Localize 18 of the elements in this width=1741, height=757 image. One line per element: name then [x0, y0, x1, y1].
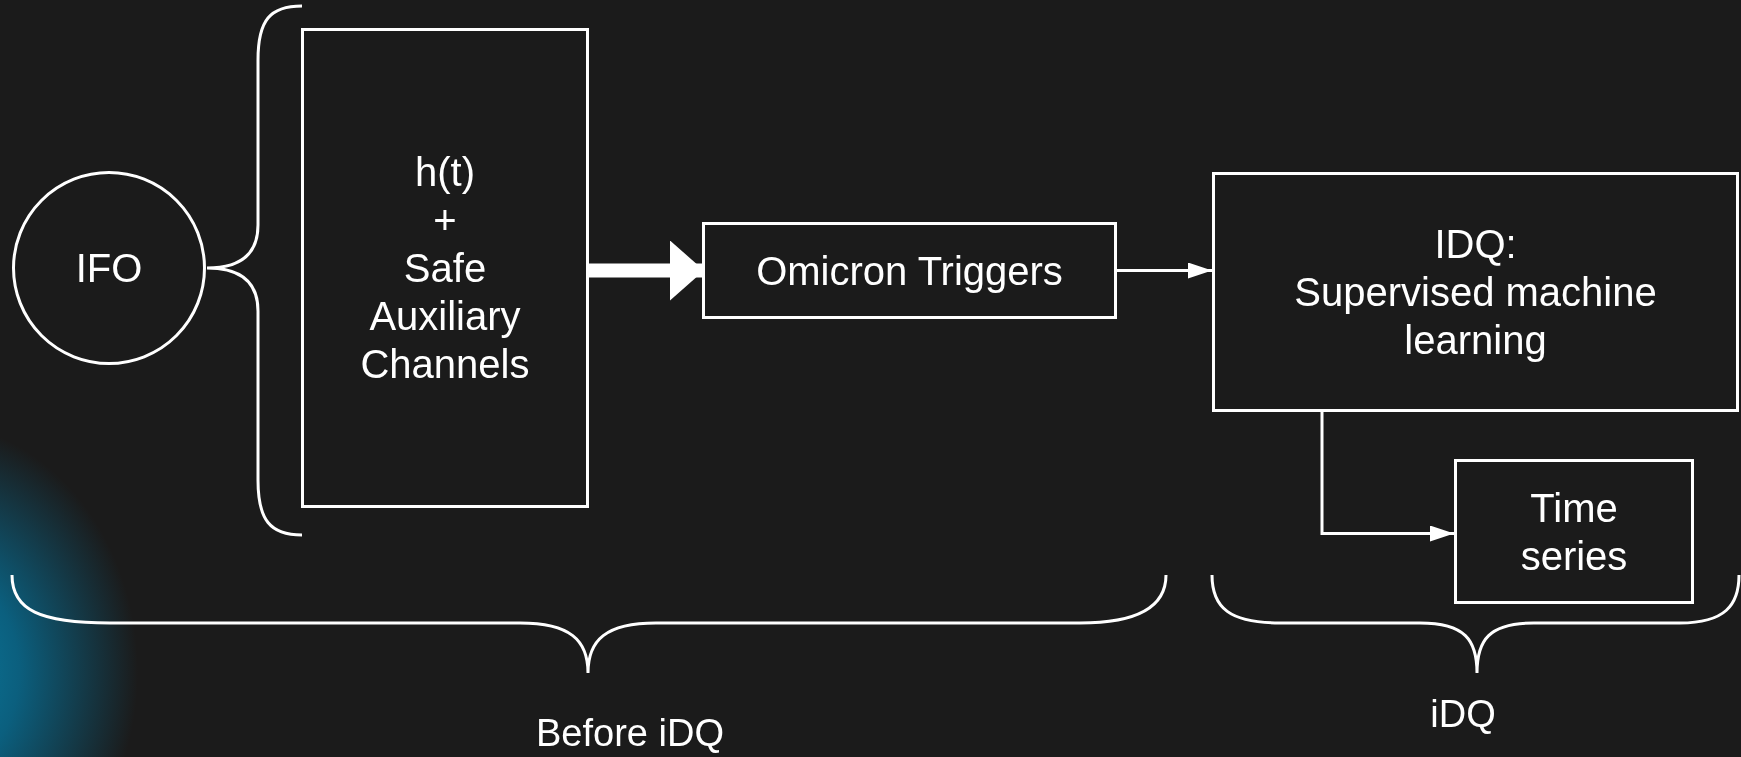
process-box	[1212, 172, 1739, 412]
brace-label: Before iDQ	[536, 711, 724, 755]
process-box	[301, 28, 589, 508]
block-arrow	[589, 240, 704, 301]
node-text: +	[433, 197, 457, 244]
node-text: Time series	[1519, 484, 1629, 580]
node-text: IDQ:	[1434, 221, 1517, 268]
arrow	[1320, 412, 1454, 542]
node-text: h(t)	[415, 149, 475, 196]
arrow	[1117, 262, 1212, 279]
circle-node	[12, 171, 206, 365]
node-text: Supervised machine learning	[1293, 269, 1658, 364]
brace-label: iDQ	[1430, 692, 1496, 736]
node-text: Omicron Triggers	[756, 247, 1063, 295]
node-text: IFO	[75, 245, 143, 292]
process-box	[702, 222, 1117, 319]
process-box	[1454, 459, 1694, 604]
node-text: Safe Auxiliary Channels	[359, 245, 531, 388]
